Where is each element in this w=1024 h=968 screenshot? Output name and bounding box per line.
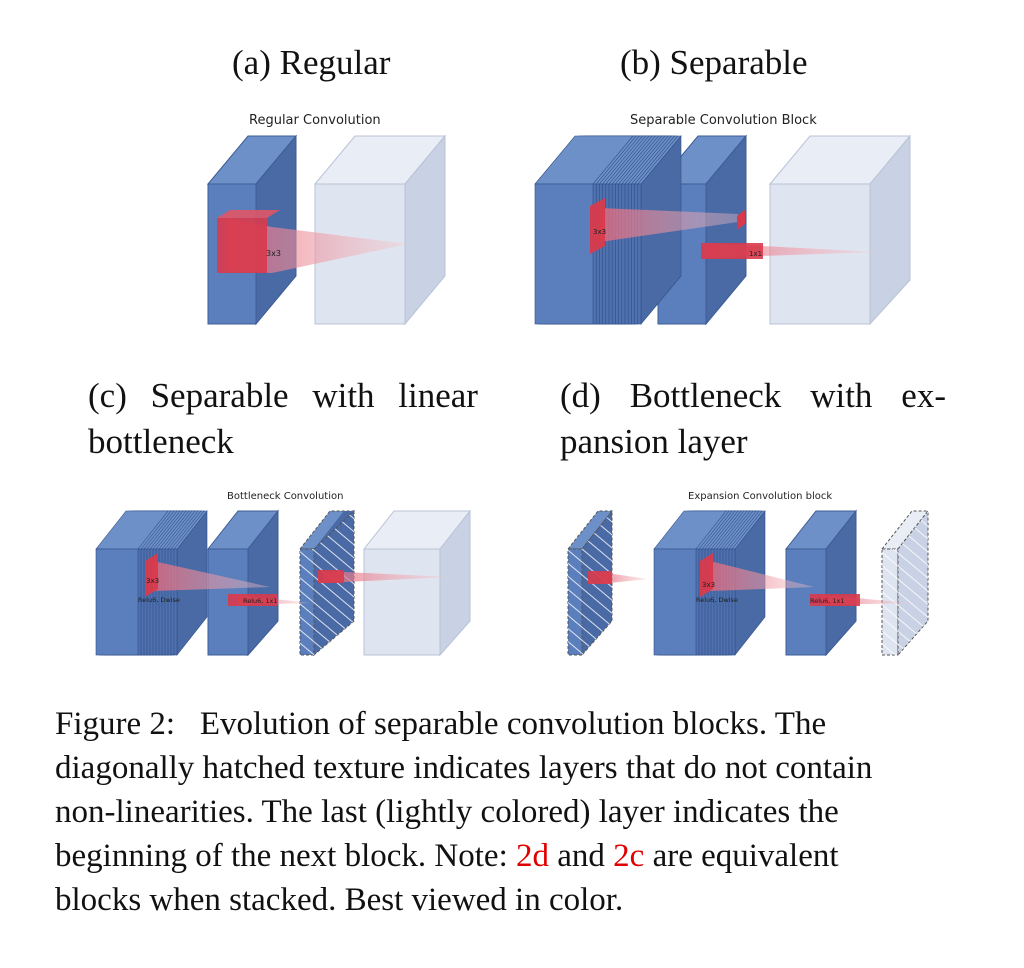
caption-line-4: beginning of the next block. Note: 2d an… [55, 838, 839, 874]
caption-line-5: blocks when stacked. Best viewed in colo… [55, 882, 624, 918]
subfigure-d-caption-cont: pansion layer [560, 422, 748, 461]
diagram-expansion-convolution: 3x3 Relu6, Dwise Relu6, 1x1 [566, 509, 930, 657]
label-relu6-dwise: Relu6, Dwise [696, 596, 738, 604]
kernel-1x1 [228, 594, 278, 606]
kernel-3x3 [145, 553, 158, 597]
label-3x3: 3x3 [702, 581, 715, 589]
kernel-expansion-1x1 [588, 571, 612, 584]
channel-slice [95, 548, 139, 656]
subfigure-c-caption-cont: bottleneck [88, 422, 234, 461]
pointwise-kernel [737, 210, 745, 230]
dwise-cone [710, 561, 814, 591]
dwise-cone [600, 208, 738, 242]
caption-line-2: diagonally hatched texture indicates lay… [55, 750, 873, 786]
label-relu6-1x1: Relu6, 1x1 [810, 597, 845, 605]
stacked-input-slices [95, 510, 208, 656]
subfigure-d-title: Expansion Convolution block [688, 491, 833, 502]
diagram-bottleneck-convolution: 3x3 Relu6, Dwise Relu6, 1x1 [95, 509, 472, 657]
expansion-cone [323, 571, 450, 583]
kernel-3x3 [590, 198, 605, 254]
caption-line-1: Figure 2: Evolution of separable convolu… [55, 706, 827, 742]
diagram-regular-convolution: 3x3 [206, 134, 447, 326]
caption-line-3: non-linearities. The last (lightly color… [55, 794, 839, 830]
subfigure-d-caption: (d) Bottleneck with ex- [560, 376, 946, 415]
stacked-input-slices [534, 135, 682, 325]
kernel-1x1 [701, 243, 763, 259]
linear-bottleneck-input [566, 509, 614, 657]
label-relu6-1x1: Relu6, 1x1 [243, 597, 278, 605]
subfigure-c-title: Bottleneck Convolution [227, 491, 344, 502]
diagram-separable-convolution: 3x3 1x1 [534, 134, 912, 326]
label-relu6-dwise: Relu6, Dwise [138, 596, 180, 604]
ref-link-2c[interactable]: 2c [613, 838, 645, 874]
label-3x3: 3x3 [146, 577, 159, 585]
figure-label: Figure 2: [55, 706, 176, 742]
subfigure-b-caption: (b) Separable [620, 43, 808, 82]
channel-slice [534, 183, 594, 325]
subfigure-a-title: Regular Convolution [249, 113, 381, 128]
subfigure-a-caption: (a) Regular [232, 43, 391, 82]
kernel-linear-1x1 [318, 570, 344, 583]
subfigure-c-caption: (c) Separable with linear [88, 376, 478, 415]
dwise-cone [153, 561, 270, 591]
ref-link-2d[interactable]: 2d [516, 838, 549, 874]
kernel-3x3 [217, 218, 267, 273]
figure-caption: Figure 2: Evolution of separable convolu… [55, 702, 985, 922]
label-3x3: 3x3 [593, 228, 606, 236]
subfigure-b-title: Separable Convolution Block [630, 113, 817, 128]
label-3x3: 3x3 [266, 249, 281, 258]
next-linear-bottleneck-light [880, 509, 930, 657]
next-block-light [313, 134, 447, 326]
kernel-3x3 [700, 553, 713, 597]
next-block-light [768, 134, 912, 326]
next-block-light [362, 509, 472, 657]
middle-block [206, 509, 280, 657]
channel-slice [653, 548, 697, 656]
label-1x1: 1x1 [749, 250, 762, 258]
kernel-cone [225, 218, 408, 273]
kernel-1x1 [810, 594, 860, 606]
